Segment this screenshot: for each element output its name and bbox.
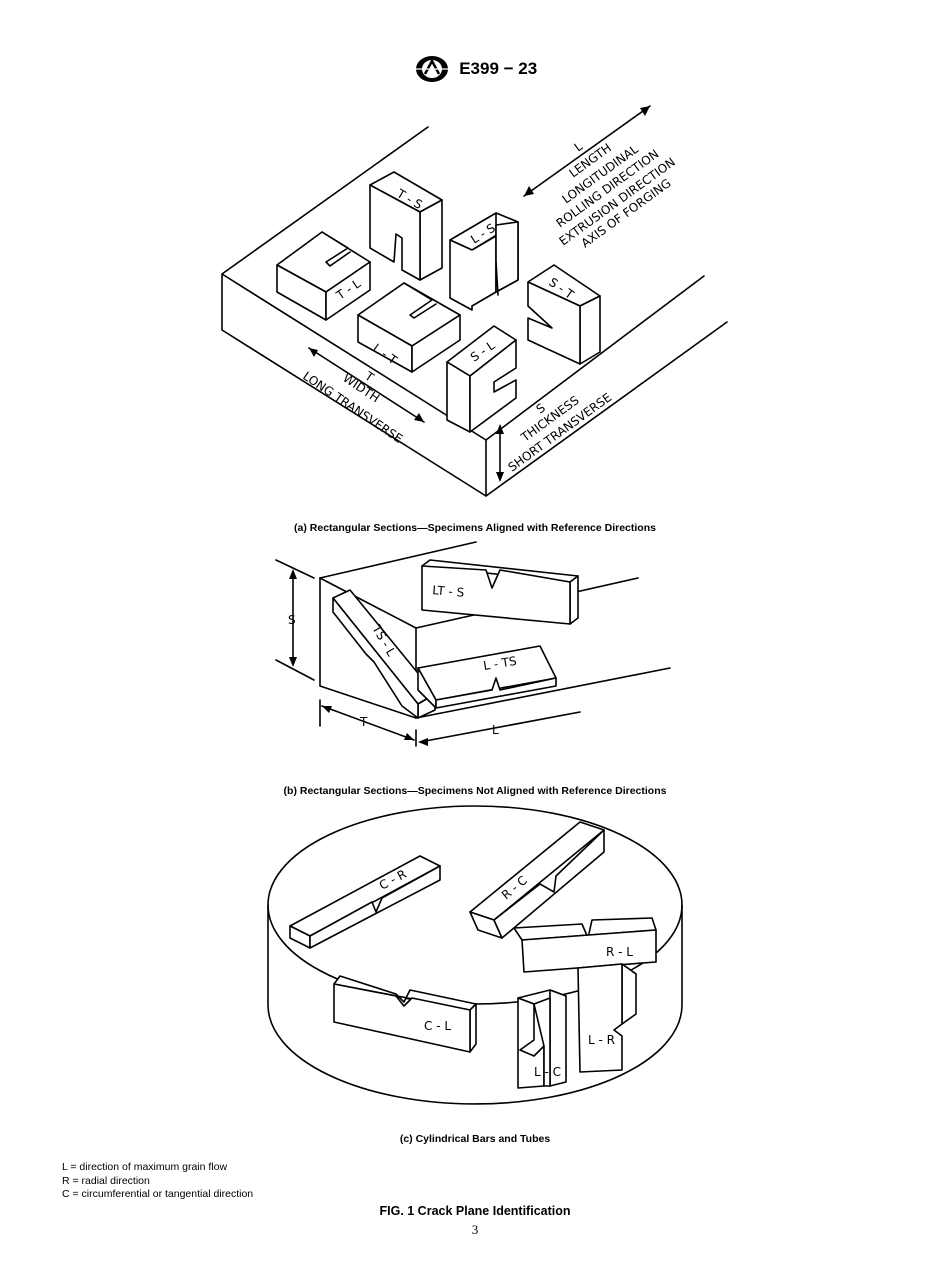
specimen-l-ts: L - TS: [417, 645, 557, 709]
dimension-label-s: S: [288, 613, 296, 627]
figure-b-caption: (b) Rectangular Sections—Specimens Not A…: [283, 785, 667, 797]
legend-item-r: R = radial direction: [62, 1174, 150, 1187]
specimen-label-r-l: R - L: [606, 945, 633, 959]
length-label-l: L: [572, 139, 586, 154]
legend-item-l: L = direction of maximum grain flow: [62, 1161, 228, 1173]
specimen-r-l: R - L: [513, 917, 657, 973]
length-direction-annotation: L LENGTH LONGITUDINAL ROLLING DIRECTION …: [523, 105, 678, 250]
specimen-label-l-r: L - R: [588, 1033, 615, 1047]
document-id: E399 − 23: [459, 59, 538, 78]
specimen-l-c: L - C: [517, 989, 567, 1089]
legend-item-c: C = circumferential or tangential direct…: [62, 1188, 254, 1200]
specimen-c-l: C - L: [333, 975, 477, 1053]
specimen-t-l: T - L: [276, 231, 371, 321]
specimen-label-l-c: L - C: [534, 1065, 561, 1079]
specimen-r-c: R - C: [469, 821, 605, 939]
figure-b-diagram: LT - S TS - L L - TS S T L: [275, 541, 671, 747]
specimen-c-r: C - R: [289, 855, 441, 949]
dimension-s: S: [275, 559, 315, 681]
specimen-lt-s: LT - S: [421, 559, 579, 625]
specimen-label-c-l: C - L: [424, 1019, 451, 1033]
thickness-direction-annotation: S THICKNESS SHORT TRANSVERSE: [496, 390, 614, 482]
figure-a-caption: (a) Rectangular Sections—Specimens Align…: [294, 522, 656, 534]
specimen-label-l-ts: L - TS: [482, 654, 517, 673]
dimension-l: L: [418, 711, 581, 746]
dimension-label-t: T: [359, 715, 368, 729]
specimen-label-lt-s: LT - S: [432, 583, 465, 600]
dimension-t: T: [319, 699, 417, 747]
figure-c-diagram: C - R R - C R - L C - L L - R L - C: [267, 805, 683, 1105]
legend: L = direction of maximum grain flow R = …: [62, 1161, 253, 1202]
specimen-ts-l: TS - L: [332, 589, 436, 719]
dimension-label-l: L: [492, 723, 499, 737]
specimen-l-r: L - R: [577, 963, 637, 1073]
page-header: E399 − 23: [0, 54, 950, 84]
specimen-t-s: T - S: [369, 171, 443, 281]
page-number: 3: [471, 1222, 479, 1237]
plate-block: [221, 126, 728, 497]
figure-c-caption: (c) Cylindrical Bars and Tubes: [399, 1133, 551, 1145]
figure-a-diagram: T - S L - S T - L L - T S - L S - T: [221, 105, 728, 497]
astm-logo-icon: [413, 54, 451, 84]
specimen-l-s: L - S: [449, 212, 519, 311]
figure-title: FIG. 1 Crack Plane Identification: [379, 1204, 571, 1218]
specimen-s-l: S - L: [446, 325, 517, 433]
specimen-s-t: S - T: [527, 264, 601, 365]
specimen-l-t: L - T: [357, 282, 461, 373]
